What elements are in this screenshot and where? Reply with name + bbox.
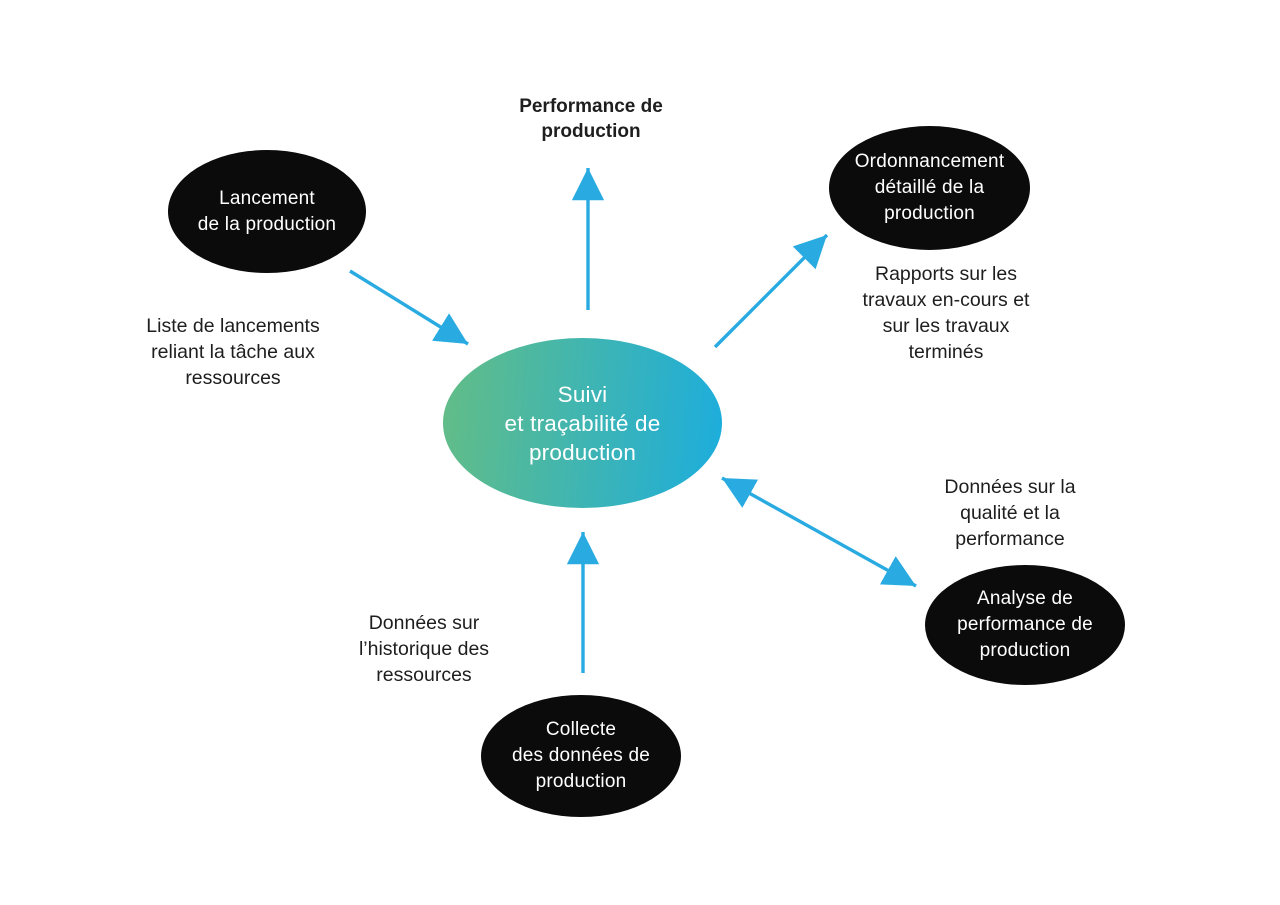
annotation-donnees-historique: Données sur l’historique des ressources [358, 612, 490, 686]
annotation-donnees-qualite: Données sur la qualité et la performance [944, 476, 1076, 550]
annotation-rapports-travaux: Rapports sur les travaux en-cours et sur… [862, 263, 1030, 363]
arrow-lancement-to-center [349, 269, 469, 346]
node-ordonnancement-label: Ordonnancement détaillé de la production [854, 151, 1005, 224]
arrow-center-to-ordonnancement [713, 233, 829, 349]
node-analyse: Analyse de performance de production [925, 565, 1125, 685]
node-lancement-label: Lancement de la production [197, 187, 337, 235]
node-collecte: Collecte des données de production [481, 695, 681, 817]
node-suivi-tracabilite-label: Suivi et traçabilité de production [504, 381, 661, 465]
label-performance-production: Performance de production [519, 96, 663, 142]
node-lancement: Lancement de la production [168, 150, 366, 273]
node-ordonnancement: Ordonnancement détaillé de la production [829, 126, 1030, 250]
node-collecte-label: Collecte des données de production [511, 719, 651, 792]
node-analyse-label: Analyse de performance de production [957, 588, 1093, 661]
node-suivi-tracabilite: Suivi et traçabilité de production [443, 338, 722, 508]
arrow-center-analyse-bidirectional [721, 476, 917, 588]
annotation-liste-lancements: Liste de lancements reliant la tâche aux… [146, 315, 320, 389]
